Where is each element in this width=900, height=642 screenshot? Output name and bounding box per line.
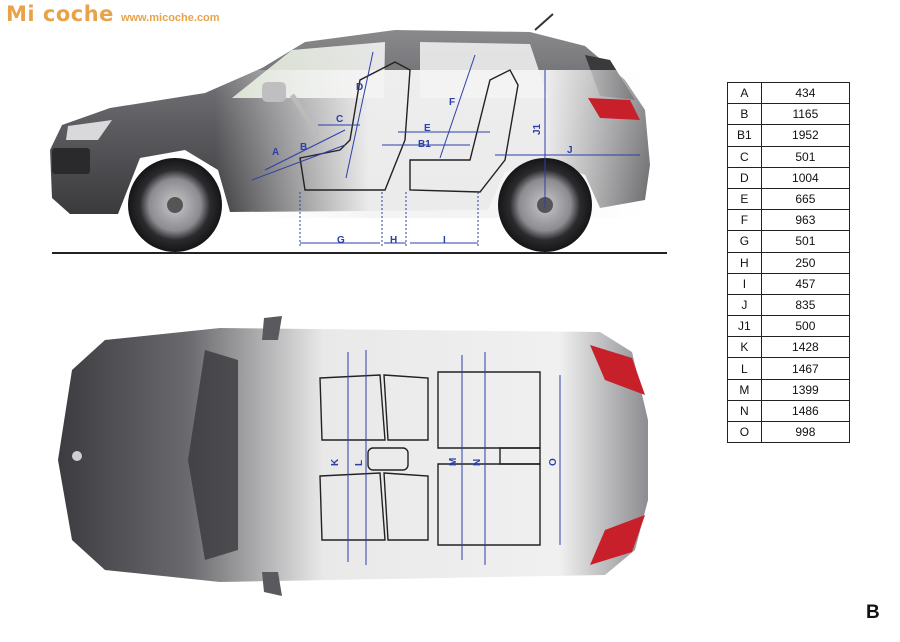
tail-light-top-left <box>590 345 645 395</box>
dimension-code: H <box>727 251 762 274</box>
dim-label-a: A <box>272 147 279 158</box>
dimension-value: 250 <box>760 251 851 274</box>
dimension-value: 665 <box>760 187 851 211</box>
dim-label-b: B <box>300 142 307 153</box>
brand-emblem <box>72 451 82 461</box>
dim-label-o: O <box>548 458 559 466</box>
dim-label-b1: B1 <box>418 139 431 150</box>
dim-label-f: F <box>449 97 455 108</box>
side-dimension-lines <box>251 51 640 246</box>
dimension-value: 1467 <box>760 357 851 380</box>
dimension-value: 501 <box>760 145 851 168</box>
car-side-view <box>50 13 667 254</box>
tail-light-side <box>588 98 640 120</box>
dimension-code: E <box>727 187 762 211</box>
dimension-code: A <box>727 81 762 105</box>
windshield-top <box>188 350 238 560</box>
top-dimension-lines <box>347 350 561 565</box>
dim-label-j1: J1 <box>532 123 543 135</box>
dimension-value: 963 <box>760 209 851 232</box>
front-hub <box>167 197 183 213</box>
dimension-value: 1165 <box>760 103 851 126</box>
dim-label-l: L <box>354 460 365 466</box>
rear-seat-side <box>409 69 519 193</box>
dimension-code: O <box>727 420 762 444</box>
dim-label-n: N <box>472 459 483 466</box>
dim-label-k: K <box>330 458 341 466</box>
dim-label-g: G <box>337 235 345 246</box>
dimension-code: L <box>727 357 762 380</box>
dimension-code: J <box>727 293 762 317</box>
top-seats <box>319 371 541 546</box>
dimension-value: 998 <box>760 420 851 444</box>
dimension-code: G <box>727 230 762 253</box>
brand-url: www.micoche.com <box>120 12 220 24</box>
dim-label-e: E <box>424 123 431 134</box>
dimension-code: I <box>727 272 762 295</box>
mirror-top-left <box>262 316 282 340</box>
car-top-view <box>58 316 648 596</box>
section-letter: B <box>866 602 880 623</box>
dimension-code: M <box>727 378 762 401</box>
dimension-code: B <box>727 103 762 126</box>
dimension-code: D <box>727 166 762 189</box>
dimension-code: K <box>727 336 762 359</box>
dim-label-d: D <box>356 82 363 93</box>
top-dimension-labels: K L M N O <box>330 458 559 466</box>
dimension-code: B1 <box>727 124 762 147</box>
side-dimension-labels: A B B1 C D E F G H I J J1 <box>272 82 573 246</box>
dimension-value: 1399 <box>760 378 851 401</box>
dimension-value: 1004 <box>760 166 851 189</box>
dimension-code: N <box>727 399 762 423</box>
tail-light-top-right <box>590 515 645 565</box>
dimension-value: 1486 <box>760 399 851 423</box>
dimension-value: 457 <box>760 272 851 295</box>
dimension-code: J1 <box>727 315 762 338</box>
side-mirror <box>262 82 286 102</box>
dim-label-c: C <box>336 114 343 125</box>
mirror-top-right <box>262 572 282 596</box>
antenna <box>534 13 554 31</box>
steering-wheel <box>289 93 321 137</box>
dimension-value: 1428 <box>760 336 851 359</box>
dim-label-j: J <box>567 145 573 156</box>
dimension-value: 434 <box>760 81 851 105</box>
headlight <box>66 120 112 140</box>
front-grille <box>52 148 90 174</box>
dim-label-h: H <box>390 235 397 246</box>
dimension-value: 501 <box>760 230 851 253</box>
brand-header: Mi coche www.micoche.com <box>6 2 220 28</box>
dim-label-i: I <box>443 235 446 246</box>
dimension-value: 835 <box>760 293 851 317</box>
dimension-code: C <box>727 145 762 168</box>
dimension-code: F <box>727 209 762 232</box>
dimension-value: 500 <box>760 315 851 338</box>
dim-label-m: M <box>448 458 459 466</box>
dimension-value: 1952 <box>760 124 851 147</box>
brand-logo: Mi coche <box>6 2 114 26</box>
